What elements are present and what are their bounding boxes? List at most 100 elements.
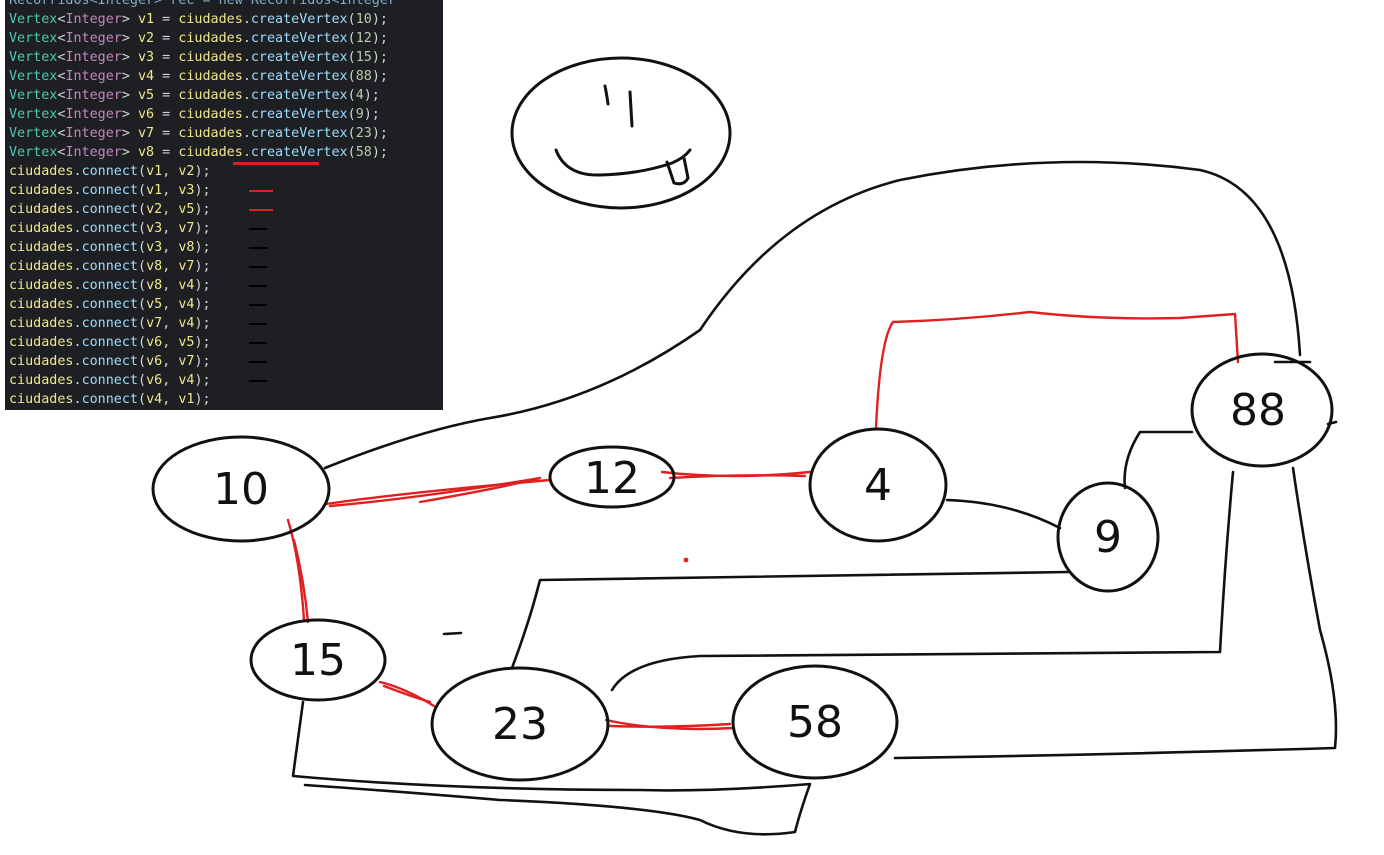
punct: .	[242, 107, 251, 122]
method-name: createVertex	[250, 126, 348, 141]
object-name: ciudades	[9, 354, 74, 369]
arg-b: v4	[178, 297, 195, 312]
method-name: connect	[81, 183, 138, 198]
punct: ,	[162, 335, 179, 350]
punct: ,	[162, 297, 179, 312]
arg-b: v7	[178, 221, 195, 236]
punct: <	[57, 31, 66, 46]
arg-b: v4	[178, 278, 195, 293]
graph-nodes: 10 12 4 9 88 15 23 58	[151, 352, 1334, 782]
edge-88-23	[610, 470, 1235, 692]
type-name: Vertex	[9, 107, 58, 122]
type-param: Integer	[65, 50, 122, 65]
node-label: 9	[1094, 512, 1122, 563]
argument: 88	[355, 69, 372, 84]
stray-mark	[442, 631, 463, 636]
object-name: ciudades	[9, 335, 74, 350]
var-name: v3	[138, 50, 155, 65]
punct: >	[121, 12, 138, 27]
punct: (	[347, 50, 356, 65]
punct: >	[121, 107, 138, 122]
arg-b: v8	[178, 240, 195, 255]
code-line-connect: ciudades.connect(v6, v7);	[5, 352, 443, 371]
node-23: 23	[430, 666, 610, 782]
edge-15-23	[378, 680, 436, 708]
edge-15-58	[291, 700, 812, 836]
method-name: connect	[81, 354, 138, 369]
object-name: ciudades	[178, 12, 243, 27]
method-name: connect	[81, 335, 138, 350]
edge-88-58	[893, 466, 1338, 760]
punct: (	[138, 373, 147, 388]
smiley-outline	[510, 56, 732, 210]
punct: );	[371, 50, 388, 65]
punct: ,	[162, 202, 179, 217]
punct: =	[154, 50, 179, 65]
punct: (	[138, 259, 147, 274]
object-name: ciudades	[9, 221, 74, 236]
var-name: v6	[138, 107, 155, 122]
punct: (	[347, 107, 356, 122]
node-58: 58	[731, 664, 899, 780]
punct: (	[347, 145, 356, 160]
method-name: createVertex	[250, 50, 348, 65]
code-line-connect: ciudades.connect(v3, v8);	[5, 238, 443, 257]
punct: .	[73, 240, 82, 255]
punct: >	[121, 145, 138, 160]
arg-a: v1	[146, 164, 163, 179]
scribble-mark	[233, 162, 319, 165]
node-15: 15	[249, 618, 387, 702]
punct: );	[194, 240, 211, 255]
arg-a: v7	[146, 316, 163, 331]
type-param: Integer	[65, 126, 122, 141]
punct: );	[363, 88, 380, 103]
arg-b: v7	[178, 354, 195, 369]
type-name: Vertex	[9, 69, 58, 84]
smiley-eye-left	[603, 84, 610, 106]
punct: .	[242, 145, 251, 160]
method-name: createVertex	[250, 69, 348, 84]
code-line-connect: ciudades.connect(v2, v5);	[5, 200, 443, 219]
scribble-mark	[249, 323, 267, 325]
smiley-mouth	[554, 148, 692, 177]
punct: ,	[162, 392, 179, 407]
punct: ,	[162, 240, 179, 255]
punct: =	[154, 107, 179, 122]
type-name: Vertex	[9, 126, 58, 141]
edge-15-23-b	[382, 684, 432, 704]
punct: .	[73, 392, 82, 407]
type-param: Integer	[65, 69, 122, 84]
edge-23-58	[604, 718, 736, 731]
scribble-mark	[249, 247, 267, 249]
object-name: ciudades	[9, 392, 74, 407]
punct: (	[347, 69, 356, 84]
code-line-connect: ciudades.connect(v7, v4);	[5, 314, 443, 333]
node-label: 10	[213, 464, 269, 515]
red-dot	[683, 557, 689, 563]
punct: .	[73, 164, 82, 179]
punct: (	[138, 354, 147, 369]
punct: <	[57, 107, 66, 122]
punct: );	[194, 221, 211, 236]
method-name: createVertex	[250, 88, 348, 103]
arg-a: v3	[146, 240, 163, 255]
object-name: ciudades	[178, 107, 243, 122]
punct: .	[242, 69, 251, 84]
punct: );	[371, 12, 388, 27]
var-name: v8	[138, 145, 155, 160]
code-line-create-vertex: Vertex<Integer> v1 = ciudades.createVert…	[5, 10, 443, 29]
type-name: Vertex	[9, 50, 58, 65]
punct: );	[194, 259, 211, 274]
code-editor-panel: Recorridos<Integer> rec = new Recorridos…	[5, 0, 443, 410]
punct: .	[73, 221, 82, 236]
punct: .	[73, 202, 82, 217]
smiley-face-drawing	[510, 56, 732, 210]
argument: 12	[355, 31, 372, 46]
edge-10-88	[323, 160, 1302, 470]
punct: (	[138, 202, 147, 217]
punct: .	[242, 50, 251, 65]
argument: 58	[355, 145, 372, 160]
code-line-connect: ciudades.connect(v6, v4);	[5, 371, 443, 390]
object-name: ciudades	[178, 50, 243, 65]
punct: );	[194, 297, 211, 312]
